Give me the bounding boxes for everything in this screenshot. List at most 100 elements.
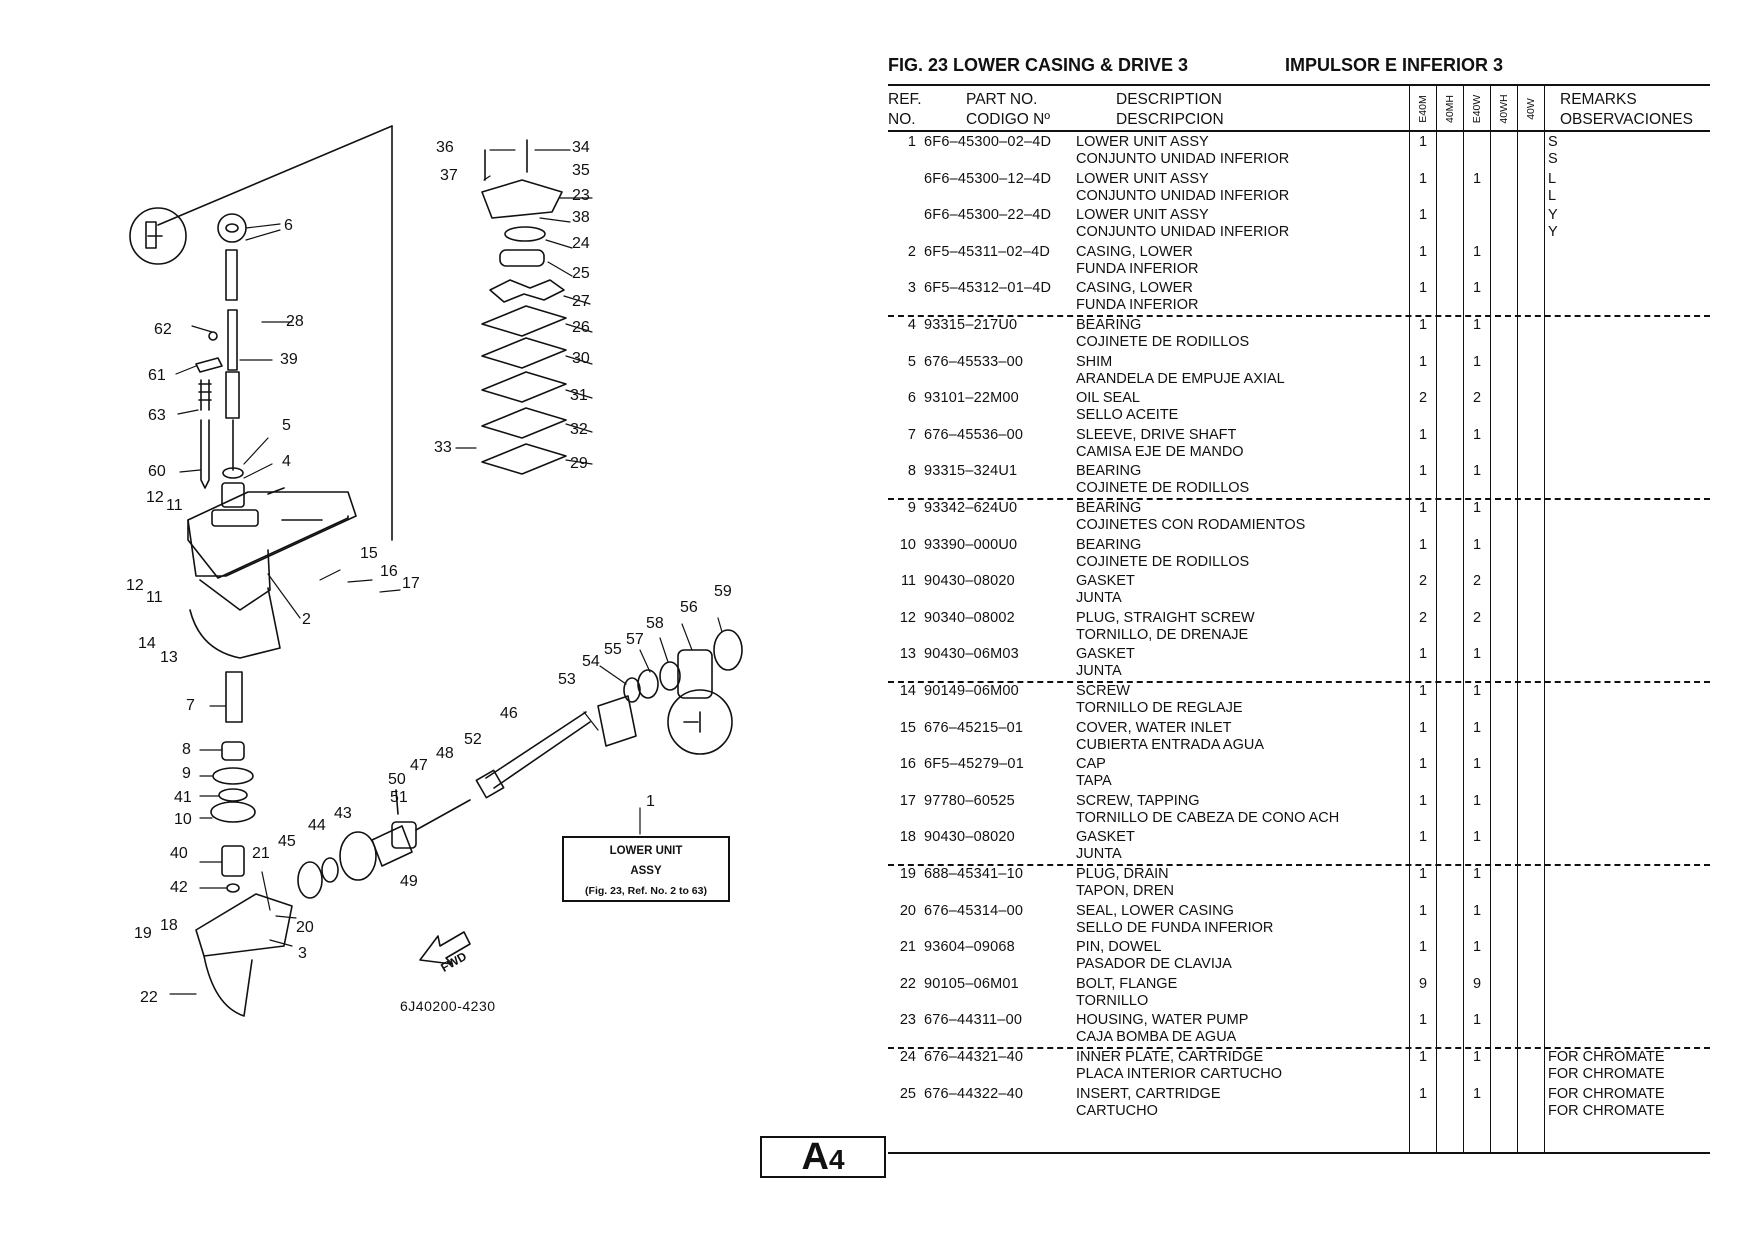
part-number: 90430–08020 bbox=[924, 573, 1015, 590]
part-number: 688–45341–10 bbox=[924, 866, 1024, 882]
callout-47: 47 bbox=[410, 757, 428, 774]
callout-6: 6 bbox=[284, 217, 293, 234]
quantity-cell: 1 bbox=[1418, 500, 1428, 516]
quantity-cell: 1 bbox=[1472, 792, 1482, 809]
ref-number: 7 bbox=[907, 426, 916, 443]
callout-40: 40 bbox=[170, 845, 188, 862]
description-en: SCREW bbox=[1076, 683, 1130, 699]
callout-29: 29 bbox=[570, 455, 588, 472]
callout-12a: 12 bbox=[146, 489, 164, 506]
quantity-cell: 1 bbox=[1472, 939, 1482, 956]
description-es: CONJUNTO UNIDAD INFERIOR bbox=[1076, 151, 1290, 167]
column-rule bbox=[1544, 84, 1545, 1154]
description-en: LOWER UNIT ASSY bbox=[1076, 170, 1209, 187]
ref-number: 3 bbox=[907, 280, 916, 297]
ref-number: 20 bbox=[899, 902, 916, 919]
column-rule bbox=[1490, 84, 1491, 1154]
quantity-cell: 1 bbox=[1472, 683, 1482, 699]
description-en: SHIM bbox=[1076, 353, 1113, 370]
callout-62: 62 bbox=[154, 321, 172, 338]
part-number: 90105–06M01 bbox=[924, 975, 1019, 992]
description-es: TAPA bbox=[1076, 773, 1112, 790]
ref-number: 12 bbox=[899, 609, 916, 626]
desc-header-es: DESCRIPCION bbox=[1116, 111, 1224, 128]
group-separator bbox=[888, 681, 1710, 683]
callout-39: 39 bbox=[280, 351, 298, 368]
callout-28: 28 bbox=[286, 313, 304, 330]
diagram-drawing bbox=[129, 125, 743, 1017]
quantity-cell: 1 bbox=[1472, 719, 1482, 736]
description-es: TAPON, DREN bbox=[1076, 883, 1175, 899]
callout-58: 58 bbox=[646, 615, 664, 632]
callout-14: 14 bbox=[138, 635, 156, 652]
quantity-cell: 1 bbox=[1472, 280, 1482, 297]
part-number: 90430–08020 bbox=[924, 829, 1015, 846]
callout-48: 48 bbox=[436, 745, 454, 762]
drawing-code: 6J40200-4230 bbox=[400, 998, 496, 1014]
ref-number: 18 bbox=[899, 829, 916, 846]
description-es: PASADOR DE CLAVIJA bbox=[1076, 956, 1232, 973]
quantity-cell: 1 bbox=[1472, 1012, 1482, 1029]
description-es: PLACA INTERIOR CARTUCHO bbox=[1076, 1066, 1282, 1082]
description-en: PLUG, STRAIGHT SCREW bbox=[1076, 609, 1255, 626]
quantity-cell: 1 bbox=[1418, 426, 1428, 443]
callout-41: 41 bbox=[174, 789, 192, 806]
desc-header-en: DESCRIPTION bbox=[1116, 91, 1222, 108]
callout-63: 63 bbox=[148, 407, 166, 424]
ref-number: 1 bbox=[907, 134, 916, 150]
model-col-label: E40W bbox=[1471, 94, 1483, 124]
description-en: GASKET bbox=[1076, 573, 1135, 590]
callout-22: 22 bbox=[140, 989, 158, 1006]
ref-number: 5 bbox=[907, 353, 916, 370]
ref-number: 2 bbox=[907, 243, 916, 260]
quantity-cell: 1 bbox=[1418, 792, 1428, 809]
description-es: SELLO DE FUNDA INFERIOR bbox=[1076, 919, 1274, 936]
description-en: CASING, LOWER bbox=[1076, 243, 1193, 260]
callout-33: 33 bbox=[434, 439, 452, 456]
quantity-cell: 1 bbox=[1418, 170, 1428, 187]
page-tag-letter: A bbox=[801, 1136, 829, 1178]
callout-11a: 11 bbox=[166, 497, 183, 514]
callout-30: 30 bbox=[572, 350, 590, 367]
part-number: 6F5–45279–01 bbox=[924, 756, 1024, 773]
quantity-cell: 1 bbox=[1418, 536, 1428, 553]
column-rule bbox=[1436, 84, 1437, 1154]
quantity-cell: 2 bbox=[1418, 390, 1428, 407]
description-en: HOUSING, WATER PUMP bbox=[1076, 1012, 1249, 1029]
part-number: 6F6–45300–22–4D bbox=[924, 207, 1052, 224]
description-es: COJINETES CON RODAMIENTOS bbox=[1076, 517, 1306, 533]
description-en: INSERT, CARTRIDGE bbox=[1076, 1085, 1221, 1102]
quantity-cell: 1 bbox=[1418, 207, 1428, 224]
description-es: COJINETE DE RODILLOS bbox=[1076, 553, 1250, 570]
callout-18: 18 bbox=[160, 917, 178, 934]
page-tag-number: 4 bbox=[828, 1144, 845, 1175]
description-en: CASING, LOWER bbox=[1076, 280, 1193, 297]
lower-unit-assy-box: LOWER UNIT ASSY (Fig. 23, Ref. No. 2 to … bbox=[562, 836, 730, 902]
description-es: TORNILLO DE CABEZA DE CONO ACH bbox=[1076, 809, 1340, 826]
part-number: 676–44321–40 bbox=[924, 1049, 1024, 1065]
ref-number: 23 bbox=[899, 1012, 916, 1029]
remark-line2: FOR CHROMATE bbox=[1548, 1102, 1665, 1119]
quantity-cell: 1 bbox=[1472, 902, 1482, 919]
ref-number: 6 bbox=[907, 390, 916, 407]
quantity-cell: 1 bbox=[1472, 866, 1482, 882]
description-es: JUNTA bbox=[1076, 663, 1122, 680]
callout-2: 2 bbox=[302, 611, 311, 628]
group-separator bbox=[888, 864, 1710, 866]
callout-8: 8 bbox=[182, 741, 191, 758]
part-header-es: CODIGO Nº bbox=[966, 111, 1051, 128]
ref-number: 19 bbox=[899, 866, 916, 882]
quantity-cell: 1 bbox=[1472, 426, 1482, 443]
part-header-en: PART NO. bbox=[966, 91, 1038, 108]
desc-header: DESCRIPTION DESCRIPCION bbox=[1116, 90, 1224, 130]
model-col-header: E40M bbox=[1410, 88, 1436, 130]
